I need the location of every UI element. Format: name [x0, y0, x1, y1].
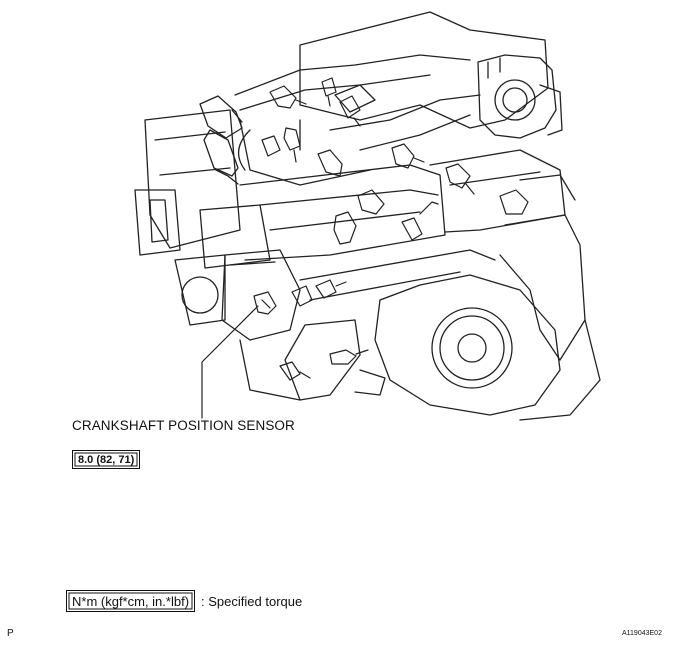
legend-description: : Specified torque	[201, 593, 303, 609]
sensors	[253, 77, 529, 381]
page-marker: P	[7, 628, 14, 639]
engine-block	[134, 109, 601, 421]
crank-pulley	[354, 274, 561, 416]
torque-legend: N*m (kgf*cm, in.*lbf) : Specified torque	[66, 590, 302, 612]
crankshaft-position-sensor-label: CRANKSHAFT POSITION SENSOR	[72, 418, 295, 433]
torque-spec-box: 8.0 (82, 71)	[72, 450, 141, 469]
torque-units-box: N*m (kgf*cm, in.*lbf)	[66, 590, 196, 612]
figure-code: A119043E02	[622, 630, 662, 637]
intake-manifold	[234, 11, 549, 186]
callout-leader-line	[201, 305, 259, 419]
ignition-coil	[199, 95, 243, 185]
throttle-body	[477, 54, 563, 139]
